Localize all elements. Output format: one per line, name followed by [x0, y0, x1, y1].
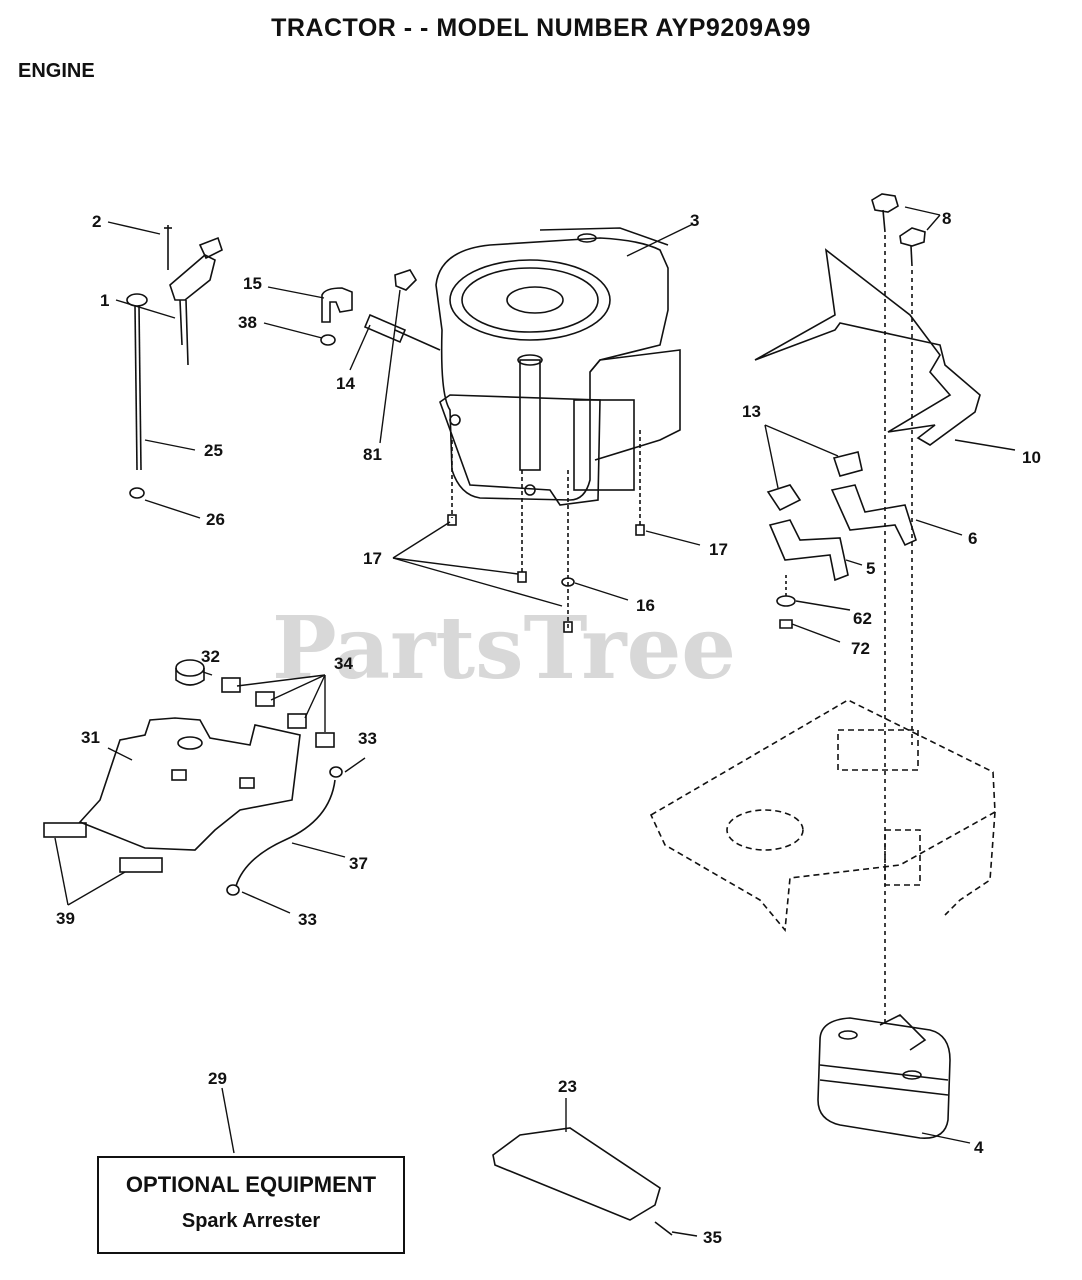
callout-25: 25: [204, 441, 223, 460]
callout-31: 31: [81, 728, 100, 747]
callout-33-top: 33: [358, 729, 377, 748]
callout-37: 37: [349, 854, 368, 873]
watermark: PartsTree: [272, 598, 736, 699]
bolt-guide-lines: [884, 235, 913, 1025]
callout-16: 16: [636, 596, 655, 615]
nut-part: [779, 619, 793, 629]
exhaust-pipe-6: [830, 484, 917, 547]
callout-labels: 2 1 3 8 15 38 14 81 25 26 10 13 6 5 62 7…: [56, 209, 1041, 1247]
pad-part: [287, 713, 307, 729]
fuel-cap-part: [175, 659, 205, 686]
callout-17-left: 17: [363, 549, 382, 568]
engine-bolts: [451, 430, 641, 630]
callout-29: 29: [208, 1069, 227, 1088]
callout-23: 23: [558, 1077, 577, 1096]
pad-part: [315, 732, 335, 748]
mounting-bolts: [871, 193, 926, 267]
nut-part: [394, 269, 418, 291]
gasket-part: [832, 451, 863, 477]
optional-equipment-subtitle: Spark Arrester: [181, 1210, 321, 1232]
callout-32: 32: [201, 647, 220, 666]
cover-part: [492, 1127, 661, 1221]
throttle-control-part: [164, 225, 223, 366]
clamp-part: [226, 884, 240, 896]
callout-3: 3: [690, 211, 699, 230]
pad-part: [43, 822, 87, 838]
callout-1: 1: [100, 291, 109, 310]
callout-8: 8: [942, 209, 951, 228]
callout-5: 5: [866, 559, 875, 578]
callout-26: 26: [206, 510, 225, 529]
optional-equipment-title: OPTIONAL EQUIPMENT: [125, 1172, 377, 1197]
fuel-fitting-parts: [320, 287, 441, 351]
section-title: ENGINE: [18, 60, 95, 82]
pad-part: [221, 677, 241, 693]
fuel-tank-part: [78, 717, 301, 851]
muffler-part: [817, 1014, 951, 1139]
exhaust-pipe-5: [768, 519, 849, 582]
clamp-part: [329, 766, 343, 778]
callout-72: 72: [851, 639, 870, 658]
tractor-frame: [649, 699, 996, 932]
page-title: TRACTOR - - MODEL NUMBER AYP9209A99: [271, 14, 811, 42]
washer-part: [776, 595, 796, 607]
callout-38: 38: [238, 313, 257, 332]
callout-leaders: [54, 206, 1016, 1237]
callout-13: 13: [742, 402, 761, 421]
callout-34: 34: [334, 654, 353, 673]
choke-control-part: [126, 293, 148, 499]
callout-10: 10: [1022, 448, 1041, 467]
callout-17-right: 17: [709, 540, 728, 559]
pad-part: [119, 857, 163, 873]
callout-35: 35: [703, 1228, 722, 1247]
callout-33-bottom: 33: [298, 910, 317, 929]
heat-shield-part: [754, 248, 981, 446]
callout-14: 14: [336, 374, 355, 393]
gasket-part: [766, 484, 802, 512]
callout-2: 2: [92, 212, 101, 231]
screw-part: [654, 1221, 673, 1236]
callout-81: 81: [363, 445, 382, 464]
callout-15: 15: [243, 274, 262, 293]
engine-part: [435, 227, 681, 506]
callout-4: 4: [974, 1138, 984, 1157]
fuel-line-part: [235, 779, 336, 887]
callout-39: 39: [56, 909, 75, 928]
callout-6: 6: [968, 529, 977, 548]
callout-62: 62: [853, 609, 872, 628]
optional-equipment-box: OPTIONAL EQUIPMENT Spark Arrester: [97, 1156, 405, 1254]
